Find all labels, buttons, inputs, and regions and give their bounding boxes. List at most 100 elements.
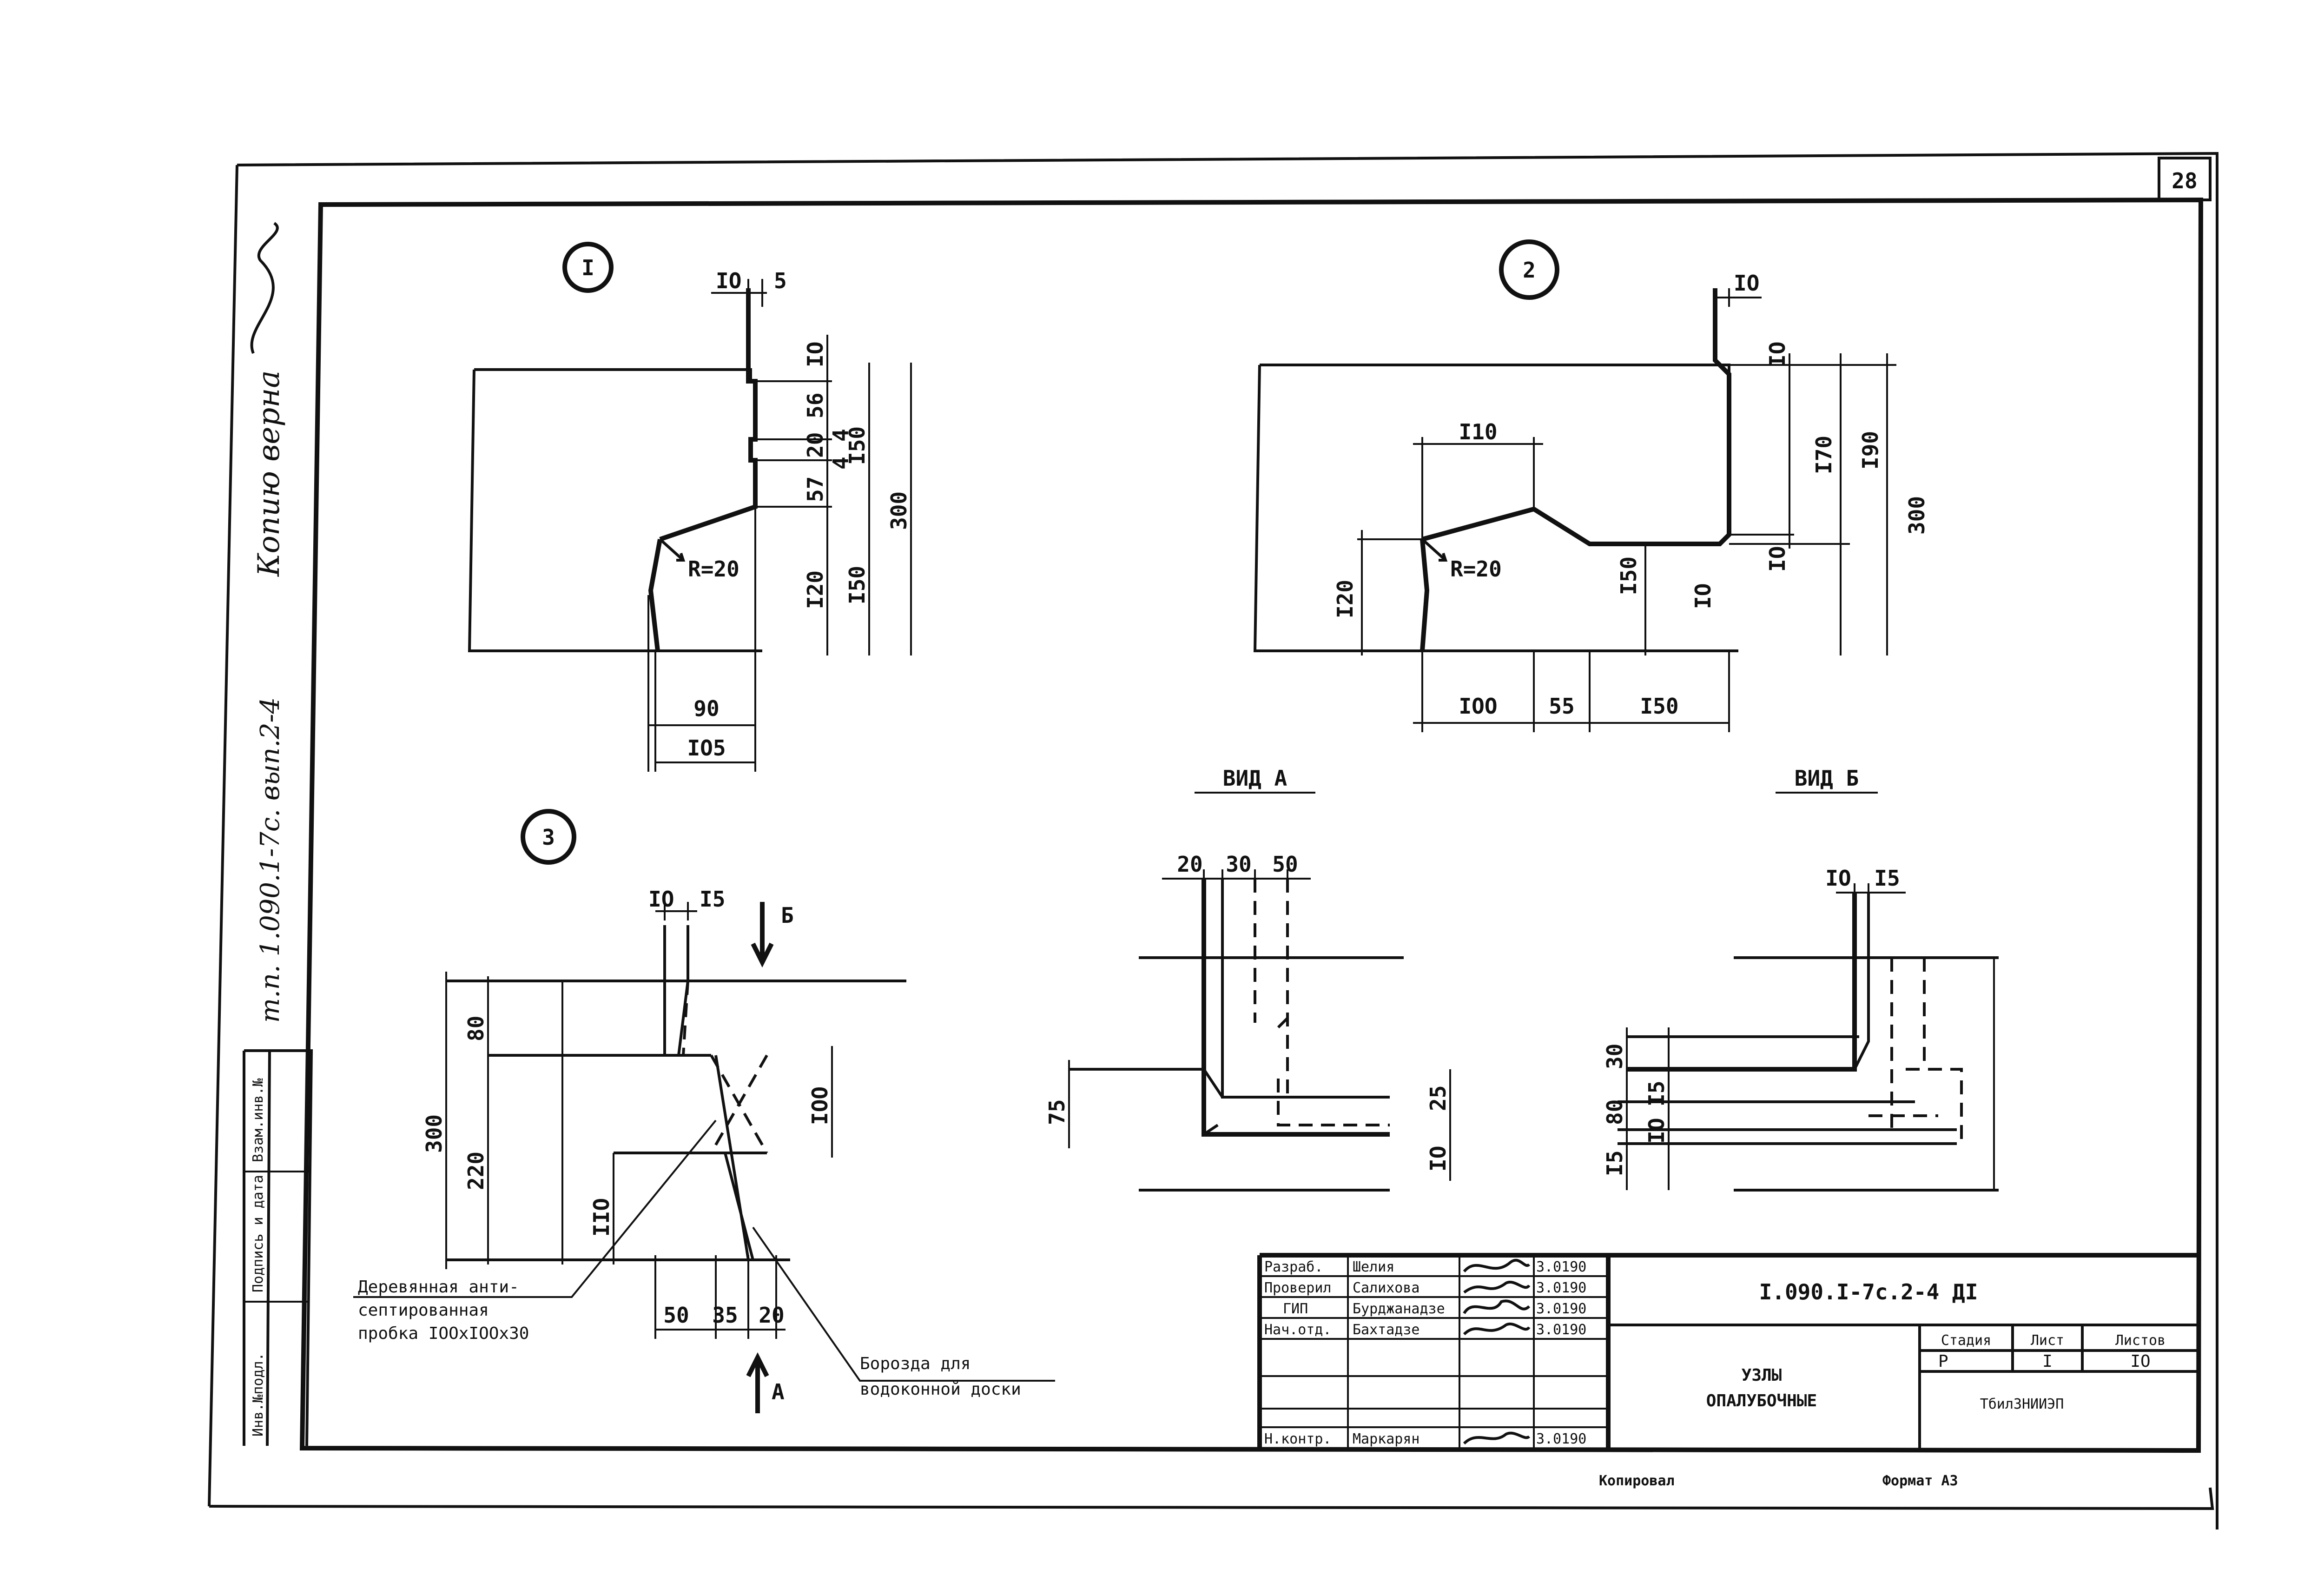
node-1-callout: I [581, 255, 594, 280]
name-6: Маркарян [1353, 1431, 1420, 1447]
role-3: Нач.отд. [1264, 1322, 1332, 1338]
groove-note-line-1: Борозда для [860, 1354, 971, 1373]
node-1-dim-7: I50 [845, 426, 870, 465]
drawing-title-line-1: УЗЛЫ [1742, 1366, 1782, 1385]
sheet-value: I [2042, 1352, 2053, 1371]
view-b-dim-0: IO [1825, 866, 1851, 891]
node-1-dim-5: 4 [828, 429, 853, 442]
node-1-dim-6: 4 [828, 457, 853, 470]
view-b-dim-4: 80 [1602, 1099, 1627, 1125]
node-3-dim-3: 80 [463, 1016, 489, 1041]
node-1-dim-8: 57 [803, 477, 828, 502]
sheets-value: IO [2130, 1352, 2150, 1371]
inner-frame [299, 197, 2204, 1453]
title-block: Разраб. Проверил ГИП Нач.отд. Н.контр. Ш… [1257, 1253, 2199, 1448]
node-1-dim-9: 300 [886, 491, 911, 530]
series-reference-note: т.п. 1.090.1-7с. вып.2-4 [255, 697, 285, 1023]
node-2-dim-12: I50 [1640, 694, 1678, 719]
node-2-dim-0: IO [1734, 271, 1759, 296]
view-a-dim-3: 75 [1044, 1099, 1070, 1125]
plug-note-line-3: пробка IOOxIOOx30 [358, 1324, 529, 1343]
node-2-dim-11: 55 [1549, 694, 1574, 719]
view-a-dim-1: 30 [1226, 852, 1251, 877]
view-a-title: ВИД А [1223, 766, 1287, 791]
plug-note-line-2: септированная [358, 1301, 489, 1320]
node-2-dim-7: I20 [1333, 580, 1358, 618]
outer-frame [208, 152, 2218, 1529]
format-label: Формат А3 [1882, 1473, 1958, 1489]
stamp-replaced-inventory: Взам.инв.№ [250, 1078, 266, 1162]
name-3: Бахтадзе [1353, 1322, 1420, 1338]
node-3-dim-0: IO [648, 887, 674, 912]
node-2-dim-10: IOO [1459, 694, 1497, 719]
stamp-inventory-number: Инв.№подл. [250, 1352, 266, 1437]
view-b-dim-1: I5 [1874, 866, 1900, 891]
node-1-dim-13: IO5 [687, 735, 726, 761]
node-3-callout: 3 [542, 825, 555, 850]
node-3-arrow-a: А [772, 1379, 785, 1404]
view-b-title: ВИД Б [1795, 766, 1859, 791]
node-1-dim-1: 5 [774, 268, 787, 293]
node-1-dim-11: I50 [845, 566, 870, 604]
organization: ТбилЗНИИЭП [1980, 1396, 2064, 1412]
node-2-dim-2: I70 [1811, 436, 1836, 474]
view-a-drawing: ВИД А 20 30 50 75 25 IO [1044, 766, 1451, 1192]
node-3-dim-8: 35 [712, 1303, 738, 1328]
node-3-dim-7: 50 [663, 1303, 689, 1328]
role-1: Проверил [1264, 1280, 1332, 1296]
document-code: I.090.I-7с.2-4 ДI [1759, 1279, 1978, 1304]
node-1-dim-10: I20 [803, 570, 828, 609]
node-1-dim-12: 90 [693, 696, 719, 721]
node-2-dim-6: I10 [1459, 419, 1497, 444]
name-2: Бурджанадзе [1353, 1301, 1445, 1317]
name-1: Салихова [1353, 1280, 1420, 1296]
node-1-dim-4: 20 [803, 432, 828, 458]
stamp-signature-date: Подпись и дата [250, 1175, 266, 1292]
view-b-dim-2: 30 [1602, 1044, 1627, 1069]
node-1-drawing: I R=20 IO 5 IO 56 20 4 4 I50 57 300 I20 … [468, 242, 912, 772]
node-2-drawing: 2 R=20 IO IO I70 I90 300 IO I10 I20 I50 … [1253, 239, 1929, 732]
view-b-dim-6: I5 [1602, 1151, 1627, 1176]
view-b-drawing: ВИД Б IO I5 30 I5 80 IO I5 [1602, 766, 1999, 1192]
sheet-number-box: 28 [2158, 157, 2212, 201]
sheet-header: Лист [2031, 1332, 2064, 1349]
date-0: 3.0190 [1536, 1259, 1586, 1275]
role-6: Н.контр. [1264, 1431, 1332, 1447]
date-6: 3.0190 [1536, 1431, 1586, 1447]
date-1: 3.0190 [1536, 1280, 1586, 1296]
name-0: Шелия [1353, 1259, 1394, 1275]
copied-by-label: Копировал [1599, 1473, 1675, 1489]
node-1-dim-2: IO [803, 342, 828, 367]
node-2-callout-circle [1499, 239, 1559, 300]
node-2-dim-1: IO [1765, 342, 1790, 367]
signatures [1463, 1258, 1531, 1445]
node-3-drawing: 3 IO I5 Б 300 80 220 IOO IIO 50 35 20 А … [353, 809, 1055, 1413]
view-a-dim-2: 50 [1272, 852, 1298, 877]
stage-header: Стадия [1941, 1332, 1991, 1349]
node-2-callout: 2 [1523, 258, 1536, 283]
node-3-dim-9: 20 [759, 1303, 784, 1328]
node-1-dim-3: 56 [803, 393, 828, 418]
node-2-dim-4: 300 [1904, 496, 1929, 535]
certification-note: Копию верна [252, 370, 286, 577]
node-3-dim-4: 220 [463, 1152, 489, 1190]
node-3-callout-circle [521, 809, 576, 865]
node-2-radius: R=20 [1450, 556, 1502, 582]
node-3-dim-5: IOO [807, 1086, 832, 1125]
node-2-dim-5: IO [1765, 546, 1790, 572]
sheet-number: 28 [2172, 168, 2197, 193]
view-b-dim-5: IO [1644, 1118, 1669, 1144]
role-0: Разраб. [1264, 1259, 1323, 1275]
node-3-dim-2-total: 300 [422, 1114, 447, 1153]
node-1-callout-circle [562, 242, 614, 293]
node-1-dim-0: IO [716, 268, 741, 293]
node-3-dim-6: IIO [589, 1198, 614, 1237]
sheets-header: Листов [2115, 1332, 2166, 1349]
node-2-dim-3: I90 [1858, 431, 1883, 470]
stage-value: Р [1938, 1352, 1948, 1371]
view-b-dim-3: I5 [1644, 1081, 1669, 1106]
node-2-dim-8: I50 [1616, 556, 1641, 595]
plug-note-line-1: Деревянная анти- [358, 1278, 519, 1297]
node-2-dim-9: IO [1690, 583, 1716, 609]
